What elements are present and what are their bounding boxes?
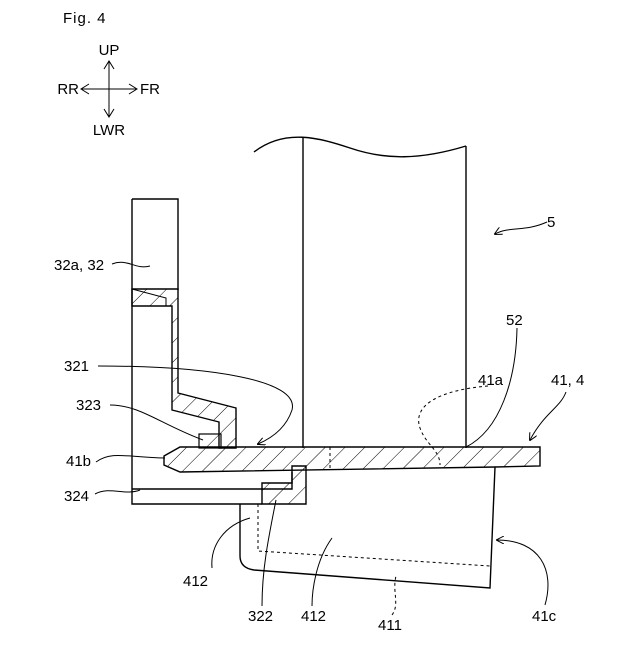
lower-box-inner-hidden [258,504,490,566]
direction-compass: UP LWR RR FR [57,42,160,139]
label-322: 322 [248,608,273,625]
label-32a-32: 32a, 32 [54,257,104,274]
label-41b: 41b [66,453,91,470]
seal-321-hatched [132,289,236,448]
label-412-left: 412 [183,573,208,590]
label-41c: 41c [532,608,557,625]
leader-lines [95,222,566,615]
label-411: 411 [378,617,402,634]
leader-41c [497,540,548,605]
label-412-mid: 412 [301,608,326,625]
member-5 [254,137,466,448]
label-5: 5 [547,214,555,231]
member-5-break-line [254,137,466,157]
leader-41-4 [530,392,566,440]
leader-41b [96,455,165,462]
label-52: 52 [506,312,523,329]
direction-right-label: FR [140,81,160,98]
leader-32 [112,262,150,267]
leader-322 [262,500,276,606]
direction-left-label: RR [57,81,79,98]
leader-411 [392,576,396,615]
projection-322-hatched [262,466,306,504]
reference-labels: 5 32a, 32 52 321 41a 41, 4 323 41b 324 4… [54,214,584,634]
label-323: 323 [76,397,101,414]
leader-5 [495,222,547,234]
plate-41-hatched [164,447,540,472]
leader-324 [95,490,140,494]
label-41-4: 41, 4 [551,372,584,389]
label-321: 321 [64,358,89,375]
lip-323-hatched [199,434,221,448]
direction-down-label: LWR [93,122,125,139]
leader-412-mid [312,538,332,606]
figure-title: Fig. 4 [63,10,107,27]
label-324: 324 [64,488,89,505]
direction-up-label: UP [99,42,120,59]
part-32-upper-outline [132,199,178,290]
leader-412-left [212,518,250,568]
label-41a: 41a [478,372,504,389]
